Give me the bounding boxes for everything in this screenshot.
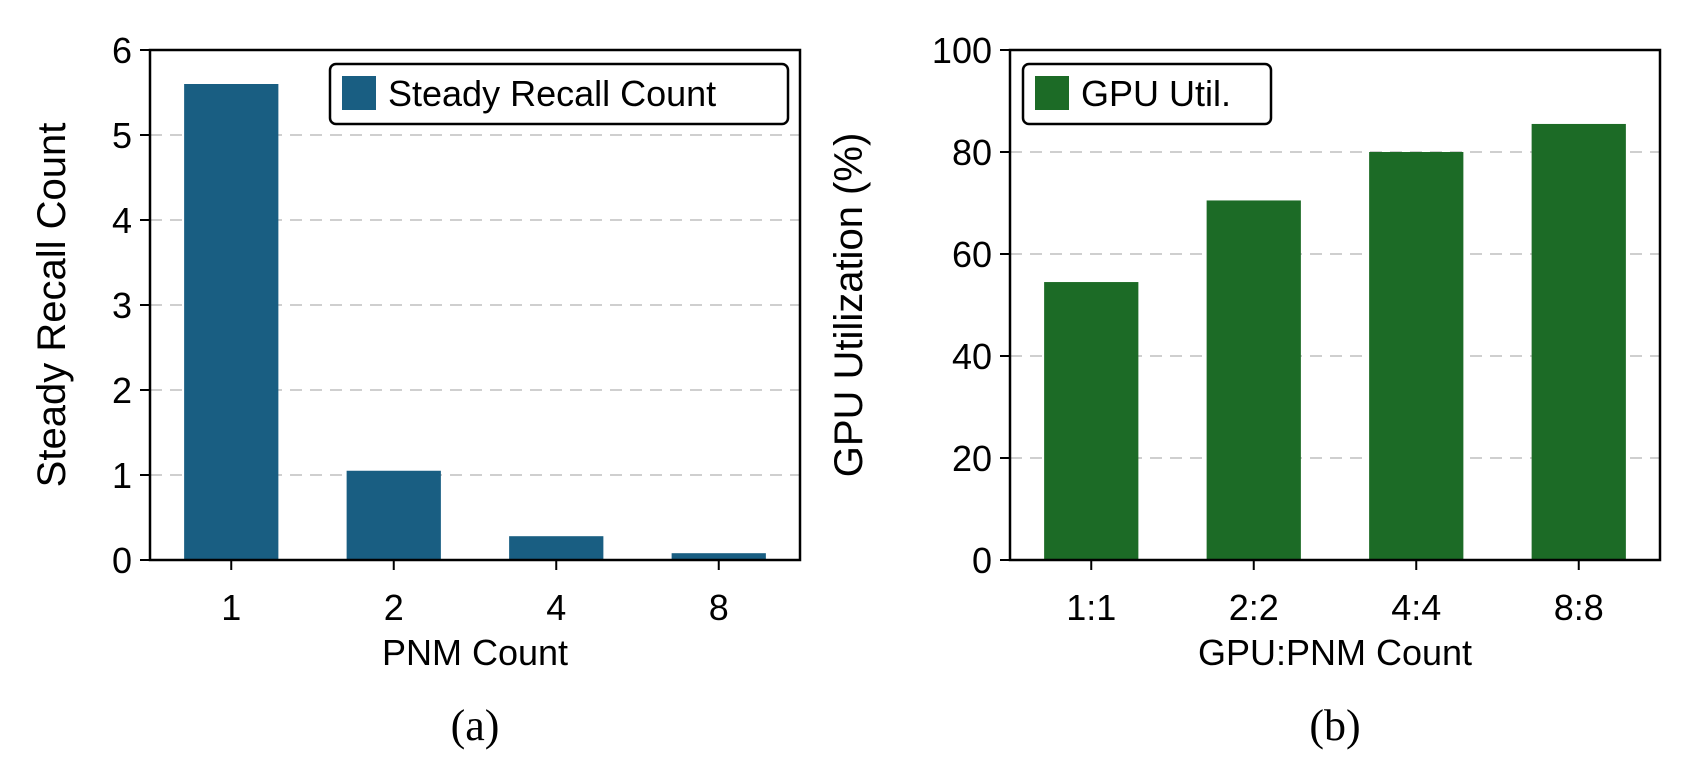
chart-b-legend-box [1021, 62, 1273, 126]
chart-b-bar [1044, 282, 1139, 560]
chart-b-y-tick-label: 100 [932, 30, 992, 71]
chart-b: 0 20 40 60 80 100 1:1 2:2 4:4 8:8 GPU Utilizatio… [827, 30, 1662, 750]
chart-a-legend-label: Steady Recall Count [388, 73, 716, 114]
chart-a-y-tick-label: 1 [112, 455, 132, 496]
chart-a-y-tick-label: 0 [112, 540, 132, 581]
chart-a-legend-swatch [342, 76, 376, 110]
chart-b-y-ticks: 0 20 40 60 80 100 [932, 30, 1010, 581]
chart-a-y-ticks: 0 1 2 3 4 5 6 [112, 30, 150, 581]
chart-b-x-tick-label: 2:2 [1229, 587, 1279, 628]
chart-a-x-tick-label: 4 [546, 587, 566, 628]
chart-b-y-tick-label: 0 [972, 540, 992, 581]
chart-a-caption: (a) [451, 701, 500, 750]
chart-b-x-ticks: 1:1 2:2 4:4 8:8 [1066, 560, 1604, 628]
chart-a-x-tick-label: 8 [709, 587, 729, 628]
chart-a: 0 1 2 3 4 5 6 1 2 4 8 Steady Recall Count PNM Cou… [30, 30, 802, 750]
chart-b-y-tick-label: 20 [952, 438, 992, 479]
chart-a-bars [184, 84, 766, 560]
chart-b-bars [1044, 123, 1626, 560]
chart-b-x-tick-label: 1:1 [1066, 587, 1116, 628]
chart-a-y-axis-label: Steady Recall Count [30, 123, 74, 488]
chart-a-bar [671, 553, 766, 560]
chart-b-plot-frame [1008, 48, 1662, 562]
chart-b-bar [1206, 200, 1301, 560]
chart-b-y-tick-label: 60 [952, 234, 992, 275]
chart-a-bar [509, 536, 604, 560]
chart-b-caption: (b) [1309, 701, 1360, 750]
chart-a-bar [346, 470, 441, 560]
chart-a-y-tick-label: 2 [112, 370, 132, 411]
chart-a-x-tick-label: 1 [221, 587, 241, 628]
chart-a-x-axis-label: PNM Count [382, 632, 568, 673]
chart-a-y-tick-label: 3 [112, 285, 132, 326]
chart-b-y-tick-label: 40 [952, 336, 992, 377]
chart-a-legend-box [328, 62, 790, 126]
chart-b-legend-label: GPU Util. [1081, 73, 1231, 114]
chart-a-bar [184, 84, 279, 560]
chart-b-x-tick-label: 8:8 [1554, 587, 1604, 628]
chart-a-y-tick-label: 6 [112, 30, 132, 71]
chart-a-y-tick-label: 5 [112, 115, 132, 156]
chart-b-legend-swatch [1035, 76, 1069, 110]
chart-a-y-tick-label: 4 [112, 200, 132, 241]
chart-b-x-tick-label: 4:4 [1391, 587, 1441, 628]
chart-b-y-tick-label: 80 [952, 132, 992, 173]
chart-b-legend: GPU Util. [1021, 62, 1273, 126]
chart-a-legend: Steady Recall Count [328, 62, 790, 126]
chart-b-bar [1531, 123, 1626, 560]
chart-a-x-ticks: 1 2 4 8 [221, 560, 729, 628]
chart-b-y-axis-label: GPU Utilization (%) [827, 133, 871, 478]
chart-b-x-axis-label: GPU:PNM Count [1198, 632, 1472, 673]
chart-b-bar [1369, 152, 1464, 560]
chart-a-x-tick-label: 2 [384, 587, 404, 628]
